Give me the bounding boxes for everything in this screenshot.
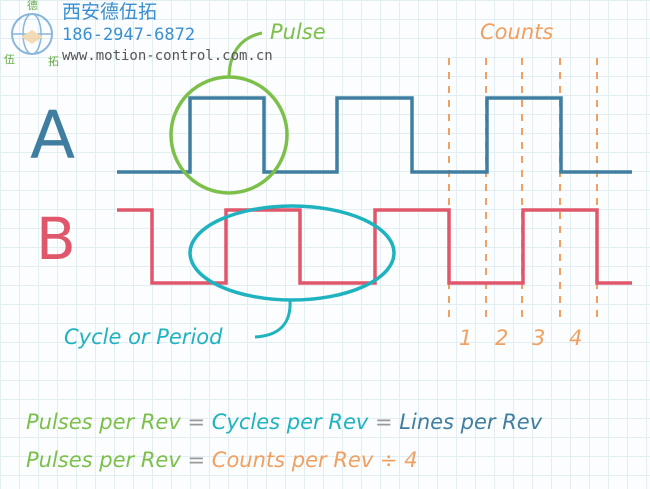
eq1-mid: Cycles per Rev <box>211 410 369 434</box>
equation-1: Pulses per Rev = Cycles per Rev = Lines … <box>26 410 542 435</box>
pulse-label: Pulse <box>270 20 326 44</box>
eq1-op: = <box>187 410 206 434</box>
cycle-label: Cycle or Period <box>64 325 223 349</box>
signal-b-waveform <box>117 208 632 285</box>
watermark-company: 西安德伍拓 <box>62 1 158 23</box>
count-number: 2 <box>495 326 509 350</box>
count-number: 1 <box>459 326 473 350</box>
eq1-right: Lines per Rev <box>399 410 543 434</box>
eq1-op2: = <box>374 410 393 434</box>
count-number: 3 <box>532 326 546 350</box>
signal-a-waveform <box>117 96 632 174</box>
watermark-seal <box>11 13 53 55</box>
equation-2: Pulses per Rev = Counts per Rev ÷ 4 <box>26 448 418 473</box>
counts-label: Counts <box>480 20 554 44</box>
channel-a-label: A <box>30 97 76 174</box>
watermark-phone: 186-2947-6872 <box>62 25 196 45</box>
watermark-seal-char: 伍 <box>4 53 15 66</box>
watermark-url: www.motion-control.com.cn <box>62 48 273 64</box>
cycle-leader <box>254 299 292 339</box>
count-number: 4 <box>569 326 583 350</box>
pulse-leader <box>227 31 263 78</box>
watermark-seal-char: 拓 <box>48 55 59 68</box>
watermark-seal-char: 德 <box>27 0 38 12</box>
eq2-op: = <box>187 448 206 472</box>
cycle-ellipse <box>188 204 396 302</box>
eq1-left: Pulses per Rev <box>26 410 181 434</box>
eq2-left: Pulses per Rev <box>26 448 181 472</box>
channel-b-label: B <box>36 205 76 273</box>
eq2-mid: Counts per Rev ÷ 4 <box>211 448 418 472</box>
